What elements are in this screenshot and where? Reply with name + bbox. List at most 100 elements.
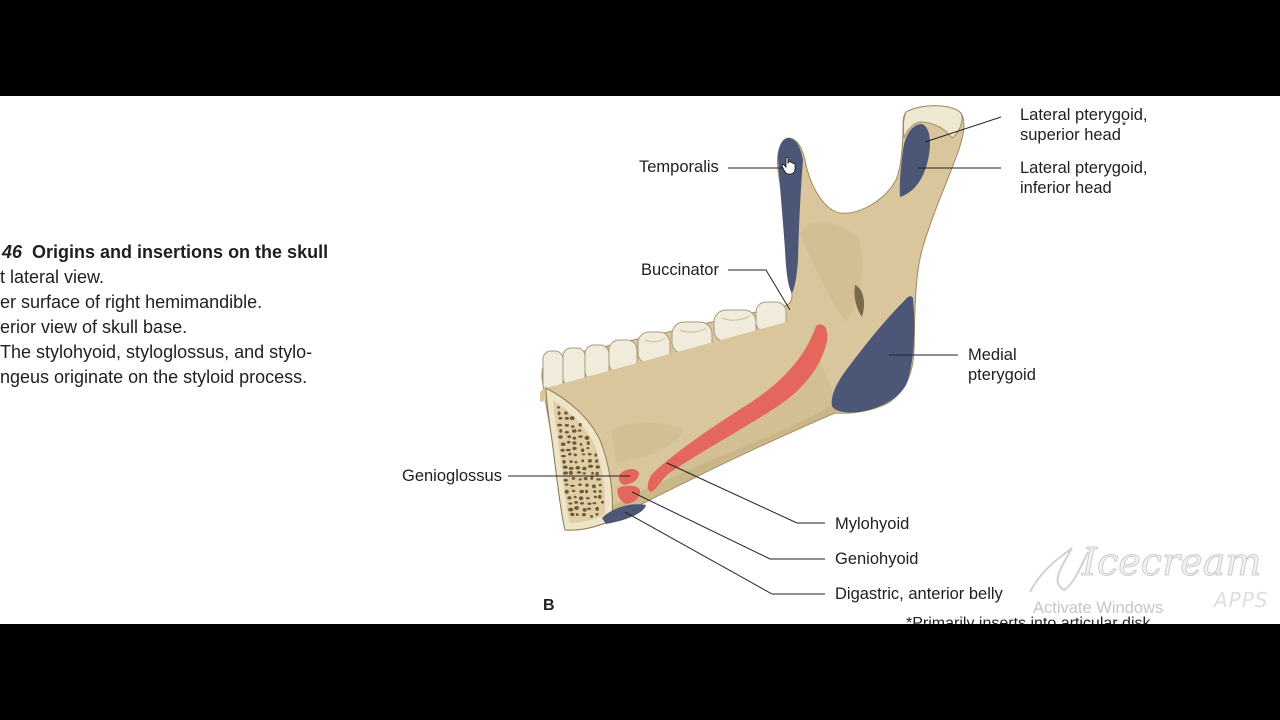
inferior-border-shadow [612, 400, 840, 520]
spongy-bone-pore [585, 497, 590, 500]
spongy-bone-pore [584, 435, 590, 440]
label-line-text: superior head [1020, 126, 1121, 144]
figure-title: Origins and insertions on the skull [32, 242, 329, 262]
label-genioglossus: Genioglossus [402, 467, 502, 485]
sublingual-fossa-shadow [612, 422, 684, 462]
spongy-bone-pore [582, 508, 587, 512]
label-mylohyoid: Mylohyoid [835, 515, 910, 533]
spongy-bone-pore [578, 496, 584, 501]
spongy-bone-pore [585, 489, 589, 494]
spongy-bone-pore [587, 453, 592, 456]
spongy-bone-pore [569, 416, 575, 421]
spongy-bone-pore [560, 448, 565, 452]
spongy-bone-pore [570, 425, 575, 428]
lateral-pterygoid-attachment [899, 124, 930, 197]
spongy-bone-pore [581, 459, 585, 463]
spongy-bone-pore [582, 472, 586, 475]
spongy-bone-pore [569, 460, 573, 463]
digastric-anterior-belly-attachment [602, 504, 646, 524]
spongy-bone-pore [562, 465, 568, 469]
spongy-bone-pore [586, 441, 590, 446]
spongy-bone-pore [575, 465, 581, 470]
spongy-bone-pore [568, 470, 573, 475]
spongy-bone-pore [557, 411, 561, 416]
spongy-bone-pore [592, 502, 597, 505]
alveolar-bone [540, 321, 794, 402]
spongy-bone-pore [572, 429, 577, 433]
spongy-bone-pore [581, 513, 586, 517]
leader-line-lateral-pterygoid-superior [924, 116, 1002, 143]
label-line: pterygoid [968, 366, 1036, 384]
label-line: Lateral pterygoid, [1020, 106, 1148, 124]
spongy-bone-pore [568, 507, 574, 512]
spongy-bone-pore [596, 478, 602, 481]
spongy-bone-pore [593, 490, 597, 493]
spongy-bone-pore [572, 436, 577, 440]
caption-line: er surface of right hemimandible. [0, 292, 263, 312]
spongy-bone-pore [582, 466, 587, 471]
panel-letter: B [543, 597, 555, 614]
label-geniohyoid: Geniohyoid [835, 550, 919, 568]
spongy-bone-pore [567, 435, 572, 439]
icecream-logo-subtext: APPS [1214, 588, 1269, 612]
mylohyoid-line-attachment [647, 324, 828, 492]
spongy-bone-pore [566, 440, 571, 444]
spongy-bone-pore [595, 513, 599, 516]
spongy-bone-pore [578, 423, 582, 427]
spongy-bone-pore [558, 416, 563, 420]
spongy-bone-pore [559, 429, 563, 433]
hand-cursor-icon [781, 156, 796, 175]
spongy-bone-pore [580, 448, 585, 453]
spongy-bone-pore [571, 489, 576, 493]
spongy-bone-pore [564, 416, 570, 420]
label-digastric-anterior-belly: Digastric, anterior belly [835, 585, 1003, 603]
spongy-bone-pore [585, 483, 589, 487]
spongy-bone-pore [574, 506, 579, 510]
spongy-bone-pore [576, 471, 582, 474]
spongy-bone-pore [568, 452, 572, 456]
tooth-groove [644, 337, 666, 343]
footnote-mark: * [1121, 120, 1127, 132]
spongy-bone-pore [562, 459, 566, 464]
spongy-bone-pore [567, 496, 572, 500]
spongy-bone-pore [570, 512, 575, 517]
spongy-bone-pore [588, 464, 594, 468]
caption-line: t lateral view. [0, 267, 105, 287]
spongy-bone-pore [568, 466, 574, 470]
genioglossus-attachment [619, 468, 639, 485]
spongy-bone-pore [574, 461, 578, 464]
spongy-bone-pore [579, 502, 585, 505]
label-line: Lateral pterygoid, [1020, 159, 1148, 177]
label-temporalis: Temporalis [639, 158, 719, 176]
spongy-bone-pore [563, 478, 568, 482]
leader-line-buccinator [728, 269, 791, 311]
condyle-articular-surface [902, 105, 963, 139]
spongy-bone-pore [578, 483, 582, 487]
spongy-bone-pore [571, 476, 576, 480]
activate-windows-watermark: Activate Windows [1033, 599, 1164, 617]
spongy-bone-pore [557, 423, 563, 427]
spongy-bone-pore [565, 448, 571, 452]
letterbox-bottom-bar [0, 624, 1280, 720]
letterbox-top-bar [0, 0, 1280, 96]
mandibular-foramen [854, 285, 865, 317]
spongy-bone-pore [587, 502, 592, 505]
spongy-bone-pore [558, 435, 563, 439]
caption-line: erior view of skull base. [0, 317, 188, 337]
temporalis-attachment [778, 138, 803, 293]
spongy-bone-pore [592, 484, 596, 489]
spongy-bone-pore [573, 495, 577, 499]
spongy-bone-pore [578, 478, 582, 481]
spongy-bone-pore [574, 501, 579, 504]
ramus-medial-shadow [800, 221, 863, 322]
spongy-bone-pore [564, 411, 568, 415]
medial-pterygoid-attachment [831, 296, 915, 413]
caption-line: ngeus originate on the styloid process. [0, 367, 308, 387]
label-line: superior head* [1020, 121, 1148, 145]
spongy-bone-pore [575, 513, 579, 516]
spongy-bone-pore [570, 484, 575, 487]
spongy-bone-pore [598, 494, 602, 499]
spongy-bone-pore [563, 471, 568, 475]
caption-line: The stylohyoid, styloglossus, and stylo- [0, 342, 313, 362]
